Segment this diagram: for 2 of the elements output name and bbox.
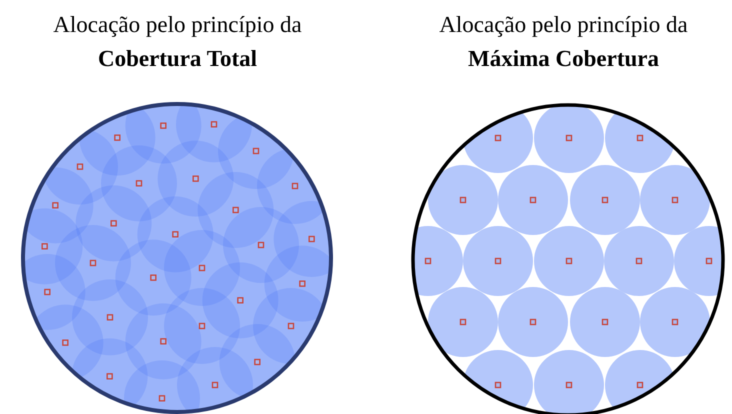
panel-heading: Alocação pelo princípio da Máxima Cobertura bbox=[438, 11, 689, 73]
panel-heading: Alocação pelo princípio da Cobertura Total bbox=[52, 11, 303, 73]
